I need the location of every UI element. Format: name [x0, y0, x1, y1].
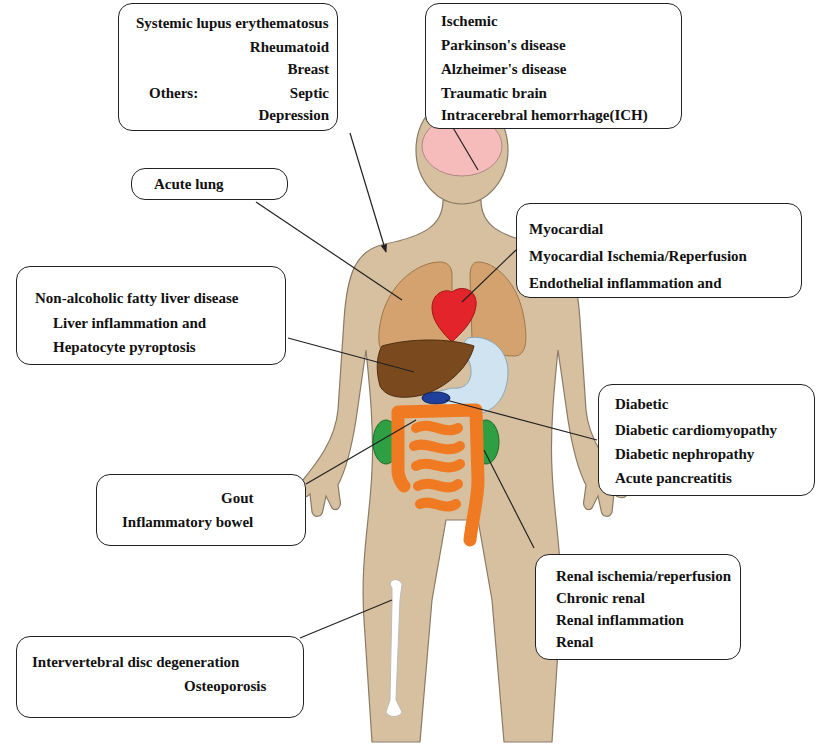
disease-label: Rheumatoid — [250, 38, 329, 56]
disease-label: Systemic lupus erythematosus — [136, 14, 329, 32]
disease-box: DiabeticDiabetic cardiomyopathyDiabetic … — [598, 384, 815, 496]
disease-label: Diabetic nephropathy — [615, 445, 754, 463]
disease-label: Diabetic — [615, 395, 668, 413]
disease-label: Osteoporosis — [184, 677, 266, 695]
disease-label: Renal — [556, 633, 594, 651]
disease-label: Alzheimer's disease — [441, 60, 566, 78]
leader-line — [462, 250, 516, 302]
femur-bone — [386, 580, 402, 717]
leader-line — [350, 133, 386, 252]
leader-line — [300, 600, 392, 638]
disease-box: Non-alcoholic fatty liver diseaseLiver i… — [16, 266, 286, 365]
disease-label: Breast — [288, 60, 329, 78]
disease-label: Ischemic — [441, 12, 498, 30]
leader-line — [288, 338, 414, 372]
leader-line — [484, 450, 534, 548]
disease-label: Renal inflammation — [556, 611, 684, 629]
disease-label: Traumatic brain — [441, 84, 547, 102]
leader-line — [452, 126, 478, 170]
leader-line — [306, 420, 416, 484]
disease-box: Renal ischemia/reperfusionChronic renalR… — [535, 554, 741, 660]
small-intestine — [414, 426, 460, 507]
disease-label: Myocardial — [529, 220, 603, 238]
disease-label: Acute pancreatitis — [615, 469, 732, 487]
leader-line — [446, 400, 597, 440]
disease-label: Renal ischemia/reperfusion — [556, 567, 731, 585]
disease-label: Non-alcoholic fatty liver disease — [35, 289, 238, 307]
disease-label: Chronic renal — [556, 589, 645, 607]
disease-label: Inflammatory bowel — [122, 513, 253, 531]
disease-box: GoutInflammatory bowel — [96, 474, 306, 546]
heart — [432, 288, 476, 342]
pancreas — [422, 392, 450, 404]
disease-label: Diabetic cardiomyopathy — [615, 421, 777, 439]
disease-label: Intracerebral hemorrhage(ICH) — [441, 106, 648, 124]
disease-label: Hepatocyte pyroptosis — [53, 338, 196, 356]
disease-label: Myocardial Ischemia/Reperfusion — [529, 247, 747, 265]
disease-label: Acute lung — [154, 175, 224, 193]
intestine — [398, 410, 478, 540]
disease-label: Intervertebral disc degeneration — [32, 653, 239, 671]
disease-box: Systemic lupus erythematosusRheumatoidBr… — [118, 3, 338, 131]
disease-label: Others: — [149, 84, 198, 102]
disease-box: Intervertebral disc degenerationOsteopor… — [16, 636, 304, 718]
liver — [377, 340, 474, 397]
disease-label: Depression — [258, 106, 329, 124]
disease-box: Acute lung — [131, 168, 288, 200]
disease-label: Septic — [290, 84, 329, 102]
disease-label: Gout — [221, 489, 254, 507]
disease-label: Endothelial inflammation and — [529, 274, 722, 292]
disease-label: Parkinson's disease — [441, 36, 566, 54]
disease-box: IschemicParkinson's diseaseAlzheimer's d… — [425, 3, 682, 129]
disease-box: MyocardialMyocardial Ischemia/Reperfusio… — [516, 203, 802, 298]
disease-label: Liver inflammation and — [53, 314, 206, 332]
